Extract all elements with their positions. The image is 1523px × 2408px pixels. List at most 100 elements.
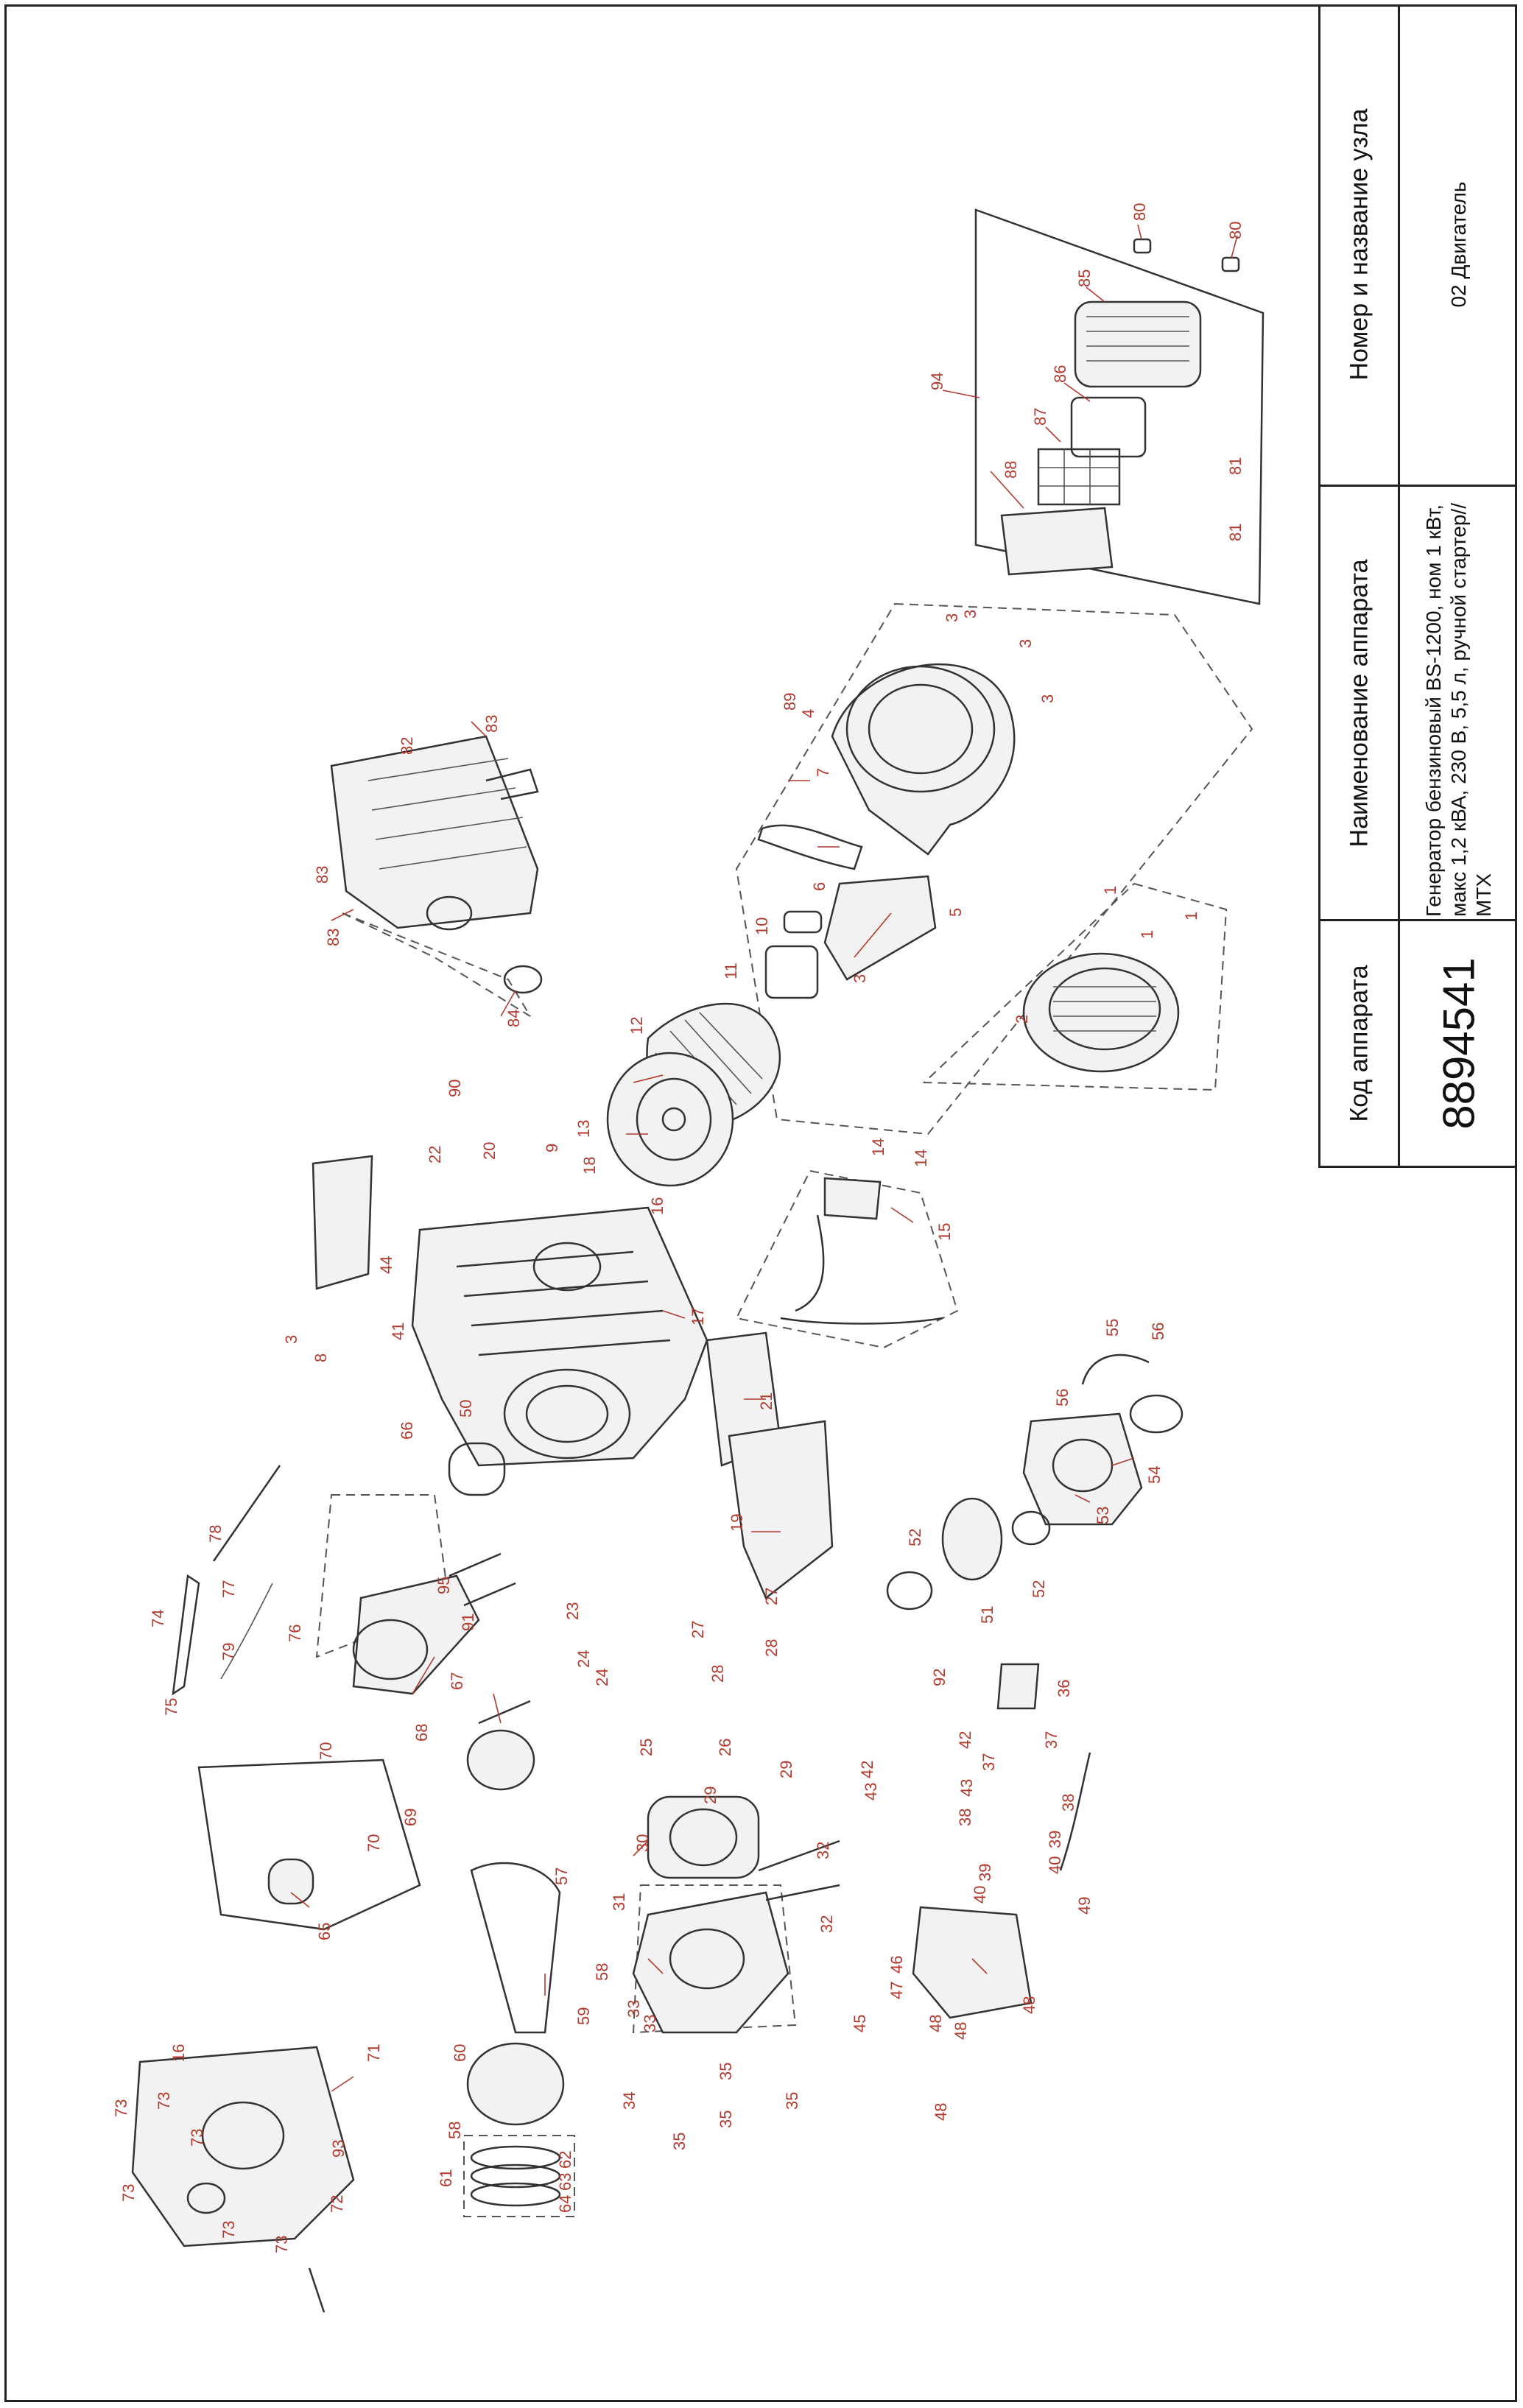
spring-76 xyxy=(220,1583,273,1680)
callout-31: 31 xyxy=(610,1893,628,1911)
callout-3: 3 xyxy=(851,974,869,983)
nut-80b xyxy=(1221,256,1240,272)
callout-42: 42 xyxy=(956,1731,974,1749)
crankshaft xyxy=(352,1574,480,1695)
recoil-starter-group xyxy=(922,882,1228,1091)
cup-10 xyxy=(783,910,823,934)
callout-27: 27 xyxy=(689,1621,707,1638)
fuel-hose-55 xyxy=(1081,1353,1150,1385)
code-header: Код аппарата xyxy=(1345,965,1373,1122)
crankcase xyxy=(411,1206,708,1467)
callout-68: 68 xyxy=(412,1724,431,1742)
callout-39: 39 xyxy=(976,1864,994,1881)
callout-44: 44 xyxy=(377,1256,395,1274)
callout-22: 22 xyxy=(426,1146,444,1163)
muffler xyxy=(330,735,539,929)
crankcase-gasket xyxy=(197,1759,421,1931)
callout-59: 59 xyxy=(574,2007,593,2025)
recoil-starter xyxy=(1022,952,1180,1073)
callout-74: 74 xyxy=(149,1610,167,1627)
callout-43: 43 xyxy=(957,1779,976,1797)
callout-35: 35 xyxy=(670,2133,689,2150)
callout-79: 79 xyxy=(219,1643,238,1661)
callout-17: 17 xyxy=(689,1308,707,1326)
callout-45: 45 xyxy=(851,2015,869,2032)
callout-51: 51 xyxy=(978,1606,996,1624)
callout-80: 80 xyxy=(1130,203,1149,221)
callout-73: 73 xyxy=(219,2221,238,2239)
name-header-cell: Наименование аппарата xyxy=(1320,487,1398,921)
callout-78: 78 xyxy=(206,1525,225,1543)
callout-29: 29 xyxy=(777,1761,795,1778)
callout-81: 81 xyxy=(1226,524,1245,541)
callout-89: 89 xyxy=(781,693,799,711)
callout-54: 54 xyxy=(1145,1466,1164,1484)
callout-32: 32 xyxy=(814,1842,832,1859)
node-value: 02 Двигатель xyxy=(1446,181,1470,308)
callout-70: 70 xyxy=(365,1834,383,1852)
callout-8: 8 xyxy=(312,1353,330,1362)
title-block-values: 02 Двигатель Генератор бензиновый BS-120… xyxy=(1400,4,1517,1166)
valve-cover xyxy=(912,1906,1033,2019)
callout-37: 37 xyxy=(1042,1731,1061,1749)
callout-83: 83 xyxy=(482,715,501,733)
callout-72: 72 xyxy=(328,2195,346,2213)
callout-21: 21 xyxy=(757,1393,775,1410)
ignition-coil-group xyxy=(735,1169,959,1349)
callout-60: 60 xyxy=(451,2044,469,2062)
callout-14: 14 xyxy=(869,1138,887,1156)
callout-11: 11 xyxy=(722,962,740,979)
blower-housing-group xyxy=(735,602,1253,1136)
shroud-plate xyxy=(757,824,863,870)
callout-41: 41 xyxy=(389,1323,407,1340)
breather-tube-49 xyxy=(1059,1752,1091,1871)
camshaft-gear xyxy=(466,1729,535,1791)
callout-69: 69 xyxy=(401,1809,420,1826)
piston-rings-group xyxy=(463,2135,575,2217)
callout-56: 56 xyxy=(1053,1389,1072,1407)
leader-lines xyxy=(290,224,1238,2092)
carb-gasket-54 xyxy=(1129,1394,1183,1434)
callout-55: 55 xyxy=(1103,1319,1122,1337)
part-callouts: 80 80 85 86 87 88 94 81 81 3 3 3 89 4 7 … xyxy=(112,203,1245,2253)
callout-58: 58 xyxy=(446,2122,464,2139)
callout-63: 63 xyxy=(556,2173,574,2191)
callout-10: 10 xyxy=(753,918,771,935)
air-filter-cover xyxy=(1074,300,1202,388)
callout-65: 65 xyxy=(315,1923,334,1940)
callout-16: 16 xyxy=(648,1197,666,1215)
air-filter-base xyxy=(1000,507,1114,576)
callout-48: 48 xyxy=(932,2103,950,2121)
callout-33: 33 xyxy=(625,2000,643,2018)
callout-34: 34 xyxy=(620,2092,639,2110)
callout-48: 48 xyxy=(1020,1996,1038,2014)
title-block-headers: Номер и название узла Наименование аппар… xyxy=(1320,4,1400,1166)
governor-arm xyxy=(172,1574,200,1696)
callout-32: 32 xyxy=(817,1915,836,1933)
callout-84: 84 xyxy=(504,1010,523,1027)
callout-46: 46 xyxy=(887,1956,906,1974)
callout-18: 18 xyxy=(580,1157,599,1175)
callout-62: 62 xyxy=(556,2151,574,2169)
gasket-52a xyxy=(886,1571,933,1610)
callout-90: 90 xyxy=(446,1080,464,1097)
callout-64: 64 xyxy=(556,2195,574,2213)
callout-92: 92 xyxy=(930,1669,949,1686)
callout-39: 39 xyxy=(1046,1831,1064,1848)
cylinder-head-group xyxy=(632,1884,797,2034)
callout-25: 25 xyxy=(637,1739,655,1756)
callout-4: 4 xyxy=(799,709,817,718)
callout-53: 53 xyxy=(1094,1507,1112,1524)
callout-49: 49 xyxy=(1075,1897,1094,1915)
callout-24: 24 xyxy=(574,1650,593,1668)
name-value-cell: Генератор бензиновый BS-1200, ном 1 кВт,… xyxy=(1400,487,1517,921)
callout-6: 6 xyxy=(810,882,829,891)
callout-3: 3 xyxy=(1016,639,1035,648)
callout-87: 87 xyxy=(1031,408,1049,426)
crankcase-side-cover xyxy=(131,2046,355,2247)
callout-15: 15 xyxy=(935,1223,954,1241)
oil-seal-16 xyxy=(186,2182,226,2214)
callout-95: 95 xyxy=(435,1577,453,1594)
callout-47: 47 xyxy=(887,1982,906,1999)
